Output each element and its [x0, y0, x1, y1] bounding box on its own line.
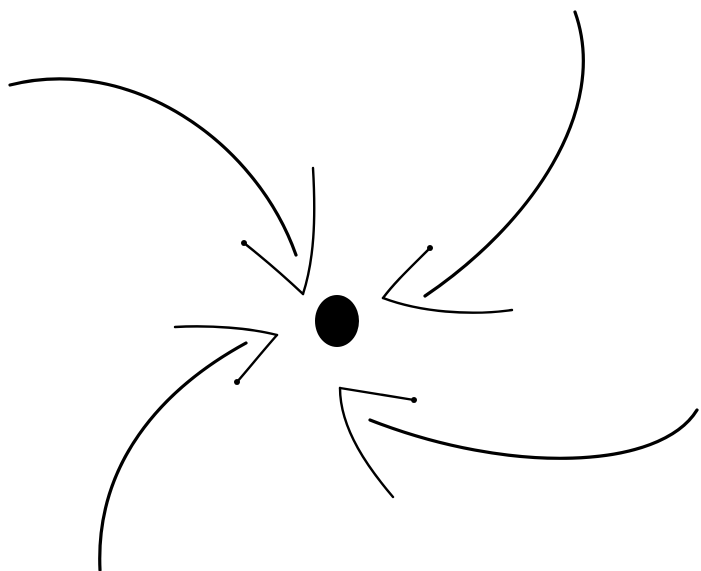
arrow-bottom-right-tail — [370, 410, 697, 458]
arrow-bottom-right-barb-dot — [411, 397, 417, 403]
arrow-bottom-left-barb-dot — [234, 379, 240, 385]
arrow-bottom-left-head-upper — [175, 326, 277, 335]
arrow-top-right — [383, 12, 583, 313]
arrow-top-left-head-right — [303, 168, 314, 294]
arrow-top-left-tail — [10, 79, 296, 255]
arrow-top-left — [10, 79, 314, 294]
arrow-bottom-left-tail — [100, 343, 246, 570]
arrow-top-left-barb-dot — [241, 240, 247, 246]
arrow-bottom-right — [340, 388, 697, 497]
arrow-top-right-head-lower — [383, 298, 512, 313]
arrow-bottom-left — [100, 326, 277, 570]
arrow-top-right-head-upper — [383, 248, 430, 298]
arrow-bottom-right-head-upper — [340, 388, 414, 400]
arrow-bottom-left-head-lower — [237, 335, 277, 382]
arrow-bottom-right-head-lower — [340, 388, 393, 497]
center-dot — [315, 295, 359, 347]
arrow-top-right-barb-dot — [427, 245, 433, 251]
arrow-top-right-tail — [425, 12, 583, 296]
